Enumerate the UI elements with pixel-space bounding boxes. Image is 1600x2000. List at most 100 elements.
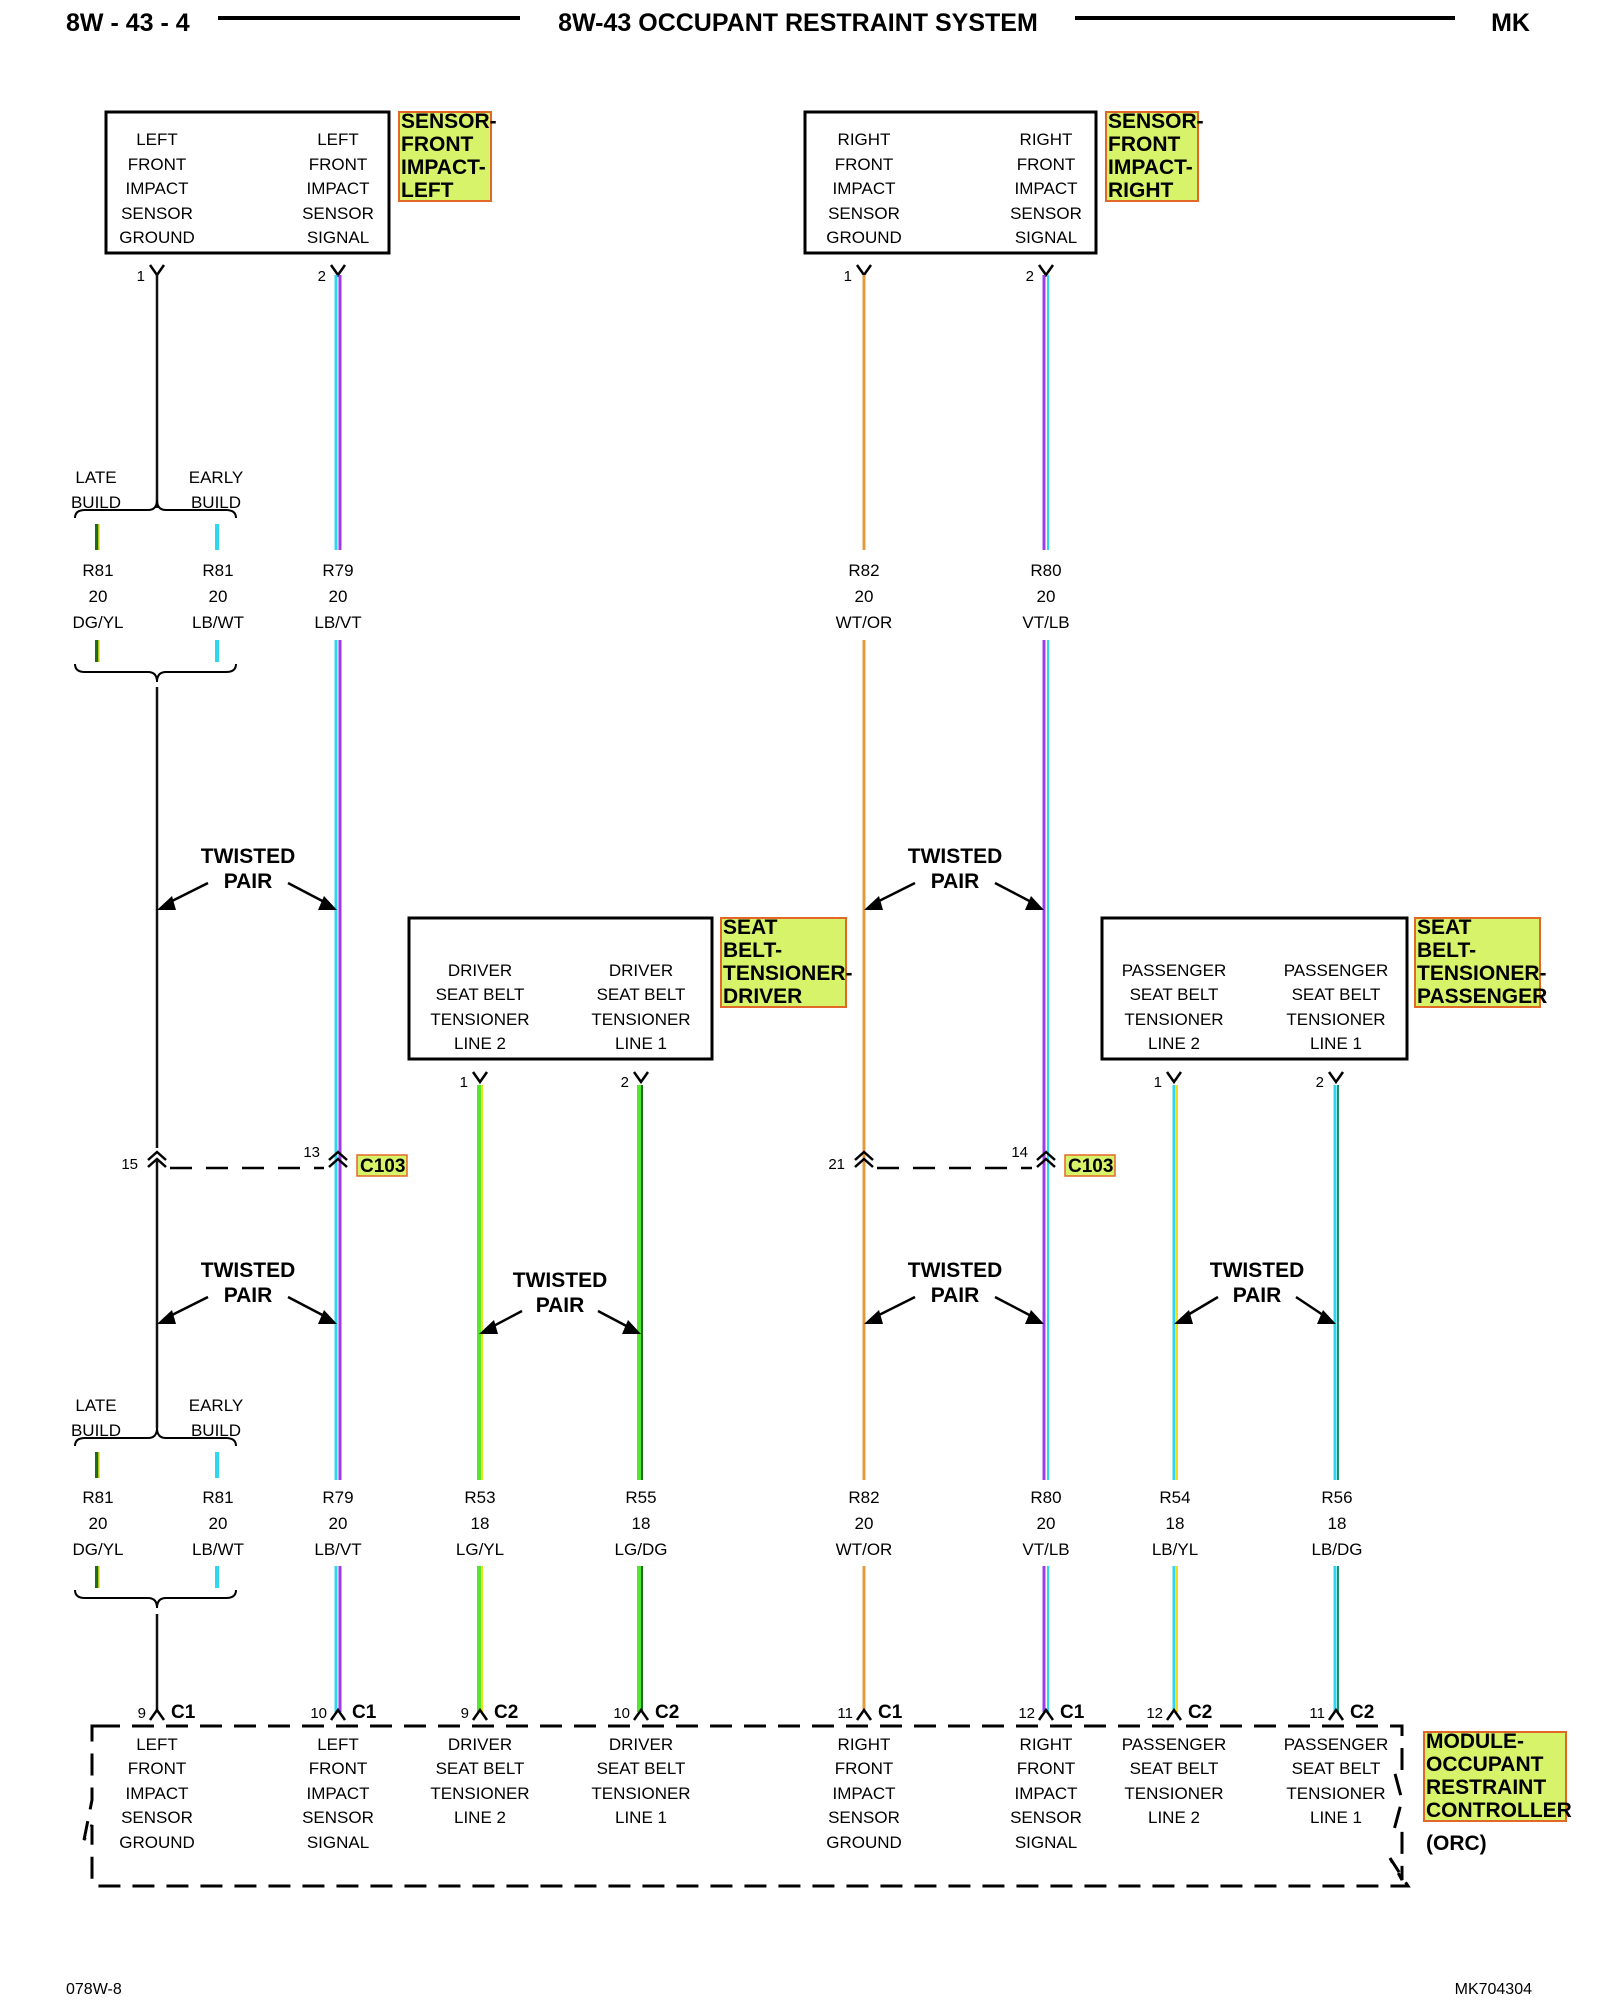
pin-desc-line: SEAT BELT [1130, 1759, 1219, 1778]
tag-line: PASSENGER [1417, 985, 1547, 1008]
wire-gauge: 18 [1166, 1514, 1185, 1533]
pin-number: 12 [1018, 1705, 1035, 1722]
orc-pin-desc-passenger-line1: PASSENGER SEAT BELT TENSIONER LINE 1 [1284, 1735, 1389, 1827]
split-brace [74, 499, 237, 519]
pin-number: 2 [1316, 1074, 1324, 1091]
orc-pin-forks [148, 1707, 1345, 1721]
pin-desc-line: LEFT [136, 130, 178, 149]
page-code: 8W - 43 - 4 [66, 9, 190, 37]
pin-desc-line: IMPACT [126, 1784, 189, 1803]
twisted-pair-right-upper: TWISTED PAIR [864, 845, 1044, 910]
pin-fork [1165, 1071, 1183, 1085]
tag-line: RIGHT [1108, 179, 1174, 202]
arrow-head [318, 1310, 337, 1324]
component-box [104, 110, 391, 255]
pin-desc-line: LINE 2 [1148, 1034, 1200, 1053]
merge-brace [74, 663, 237, 683]
pin-desc-line: IMPACT [833, 1784, 896, 1803]
pin-desc-line: GROUND [119, 1833, 195, 1852]
wire-color: LB/VT [314, 613, 361, 632]
connector-symbol [854, 1150, 874, 1168]
circuit-id: R81 [202, 561, 233, 580]
pin-desc-line: PASSENGER [1122, 1735, 1227, 1754]
pin-fork [1327, 1707, 1345, 1721]
pin-desc-line: IMPACT [1015, 1784, 1078, 1803]
orc-abbreviation: (ORC) [1426, 1832, 1487, 1855]
pin-desc-line: LEFT [136, 1735, 178, 1754]
wire-segment [1042, 640, 1049, 1480]
tag-line: FRONT [1108, 133, 1180, 156]
component-box [1100, 916, 1409, 1061]
wire-segment [334, 275, 342, 550]
build-label: BUILD [191, 493, 241, 512]
orc-pin-desc-right-ground: RIGHT FRONT IMPACT SENSOR GROUND [826, 1735, 902, 1852]
twisted-pair-label: PAIR [224, 870, 273, 893]
pin-desc-line: IMPACT [307, 1784, 370, 1803]
pin-number: 9 [138, 1705, 146, 1722]
pin-desc-line: IMPACT [1015, 179, 1078, 198]
connector-symbol [147, 1150, 167, 1168]
connector-label: C1 [171, 1702, 196, 1723]
wire-segment [637, 1085, 643, 1480]
wire-color: WT/OR [836, 1540, 893, 1559]
tag-line: BELT- [723, 939, 782, 962]
arrow-head [1174, 1310, 1193, 1324]
pin-fork [329, 1707, 347, 1721]
connector-tag-bg [1064, 1154, 1116, 1177]
wire-label-r55: R55 18 LG/DG [615, 1488, 668, 1559]
wire-label-r79: R79 20 LB/VT [314, 1488, 361, 1559]
orc-pin-descriptions: LEFT FRONT IMPACT SENSOR GROUND LEFT FRO… [119, 1735, 1388, 1852]
pin-desc-line: PASSENGER [1122, 961, 1227, 980]
circuit-id: R53 [464, 1488, 495, 1507]
orc-pin-desc-left-signal: LEFT FRONT IMPACT SENSOR SIGNAL [302, 1735, 374, 1852]
arrow-head [864, 896, 883, 910]
wire-gauge: 20 [855, 587, 874, 606]
tag-line: SEAT [723, 916, 778, 939]
wire-color: DG/YL [72, 613, 123, 632]
pin-desc-line: SENSOR [121, 204, 193, 223]
tag-line: CONTROLLER [1426, 1799, 1572, 1822]
wire-label-r82: R82 20 WT/OR [836, 1488, 893, 1559]
component-box [803, 110, 1098, 255]
pin-number: 11 [1309, 1705, 1325, 1722]
twisted-pair-label: TWISTED [1210, 1259, 1305, 1282]
wire-labels-lower: R81 20 DG/YL R81 20 LB/WT R79 20 LB/VT R… [72, 1488, 1362, 1559]
pin-number: 2 [621, 1074, 629, 1091]
pin-desc-line: IMPACT [833, 179, 896, 198]
tag-line: RESTRAINT [1426, 1776, 1546, 1799]
pin-desc-line: TENSIONER [591, 1010, 690, 1029]
pin-desc-line: FRONT [1017, 155, 1076, 174]
pin-number: 14 [1011, 1144, 1028, 1161]
pin-number: 1 [137, 268, 145, 285]
pin-desc-line: FRONT [309, 155, 368, 174]
pin-desc-line: PASSENGER [1284, 1735, 1389, 1754]
wire-color: LB/VT [314, 1540, 361, 1559]
pin-desc-line: SENSOR [828, 1808, 900, 1827]
tag-background [1423, 1731, 1567, 1822]
wire-segment [637, 1566, 643, 1712]
sensor-front-impact-left: LEFT FRONT IMPACT SENSOR GROUND LEFT FRO… [104, 110, 497, 285]
pin-desc-line: FRONT [128, 1759, 187, 1778]
twisted-pair-label: TWISTED [201, 845, 296, 868]
pin-desc-line: SENSOR [828, 204, 900, 223]
circuit-id: R81 [82, 1488, 113, 1507]
circuit-id: R81 [202, 1488, 233, 1507]
arrow-head [1025, 896, 1044, 910]
pin-desc-line: SEAT BELT [597, 985, 686, 1004]
wire-gauge: 20 [89, 1514, 108, 1533]
circuit-id: R54 [1159, 1488, 1190, 1507]
wire-gauge: 20 [329, 1514, 348, 1533]
component-tag: MODULE- OCCUPANT RESTRAINT CONTROLLER [1423, 1730, 1572, 1822]
build-label: EARLY [189, 1396, 244, 1415]
twisted-pair-label: TWISTED [201, 1259, 296, 1282]
pin-desc-line: SEAT BELT [1130, 985, 1219, 1004]
tag-background [1105, 111, 1199, 202]
pin-desc-line: LINE 2 [454, 1808, 506, 1827]
wire-gauge: 20 [209, 587, 228, 606]
circuit-id: R82 [848, 1488, 879, 1507]
pin-desc-line: SIGNAL [1015, 228, 1077, 247]
orc-pin-desc-driver-line2: DRIVER SEAT BELT TENSIONER LINE 2 [430, 1735, 529, 1827]
pin-desc-line: LINE 1 [615, 1808, 667, 1827]
pin-desc-line: SEAT BELT [597, 1759, 686, 1778]
wire-r80 [1042, 275, 1049, 1712]
